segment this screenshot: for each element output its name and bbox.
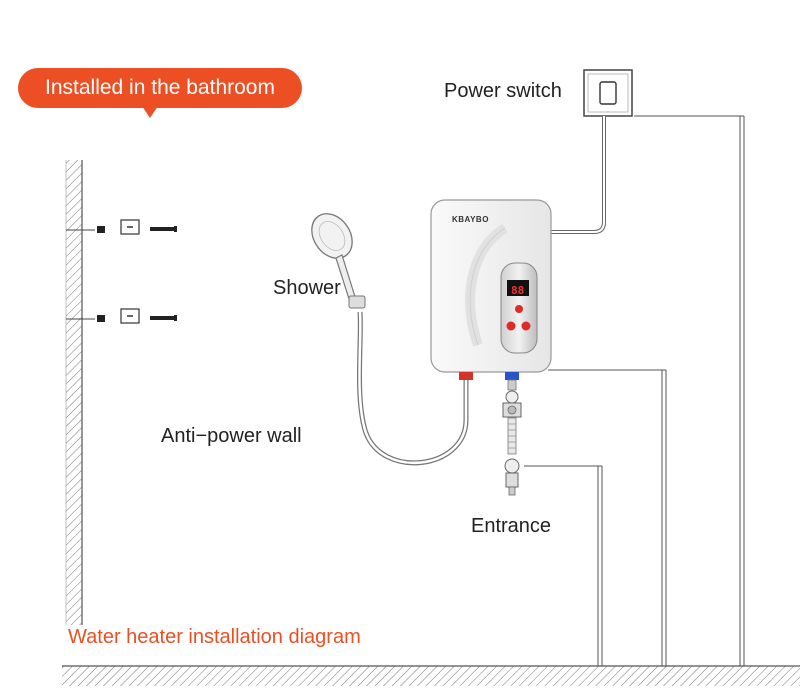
power-switch-icon [583, 69, 633, 117]
shower-head-icon [311, 213, 366, 309]
entrance-label: Entrance [471, 515, 552, 537]
wall-anchor-icon [66, 219, 177, 235]
shower-label: Shower [273, 277, 341, 299]
wall-anchor-icon [66, 308, 177, 324]
water-valve-icon [502, 379, 522, 496]
left-wall [65, 160, 83, 625]
anti-power-wall-label: Anti−power wall [161, 425, 302, 447]
water-heater-icon [430, 199, 552, 380]
dimension-lines [524, 115, 745, 666]
floor [62, 665, 800, 686]
heater-display-readout: 88 [511, 284, 525, 297]
location-badge: Installed in the bathroom [18, 68, 302, 108]
heater-brand-label: KBAYBO [452, 215, 489, 224]
diagram-caption: Water heater installation diagram [68, 626, 361, 648]
power-switch-label: Power switch [444, 80, 562, 102]
badge-pointer [142, 106, 158, 118]
power-cable [550, 116, 606, 234]
